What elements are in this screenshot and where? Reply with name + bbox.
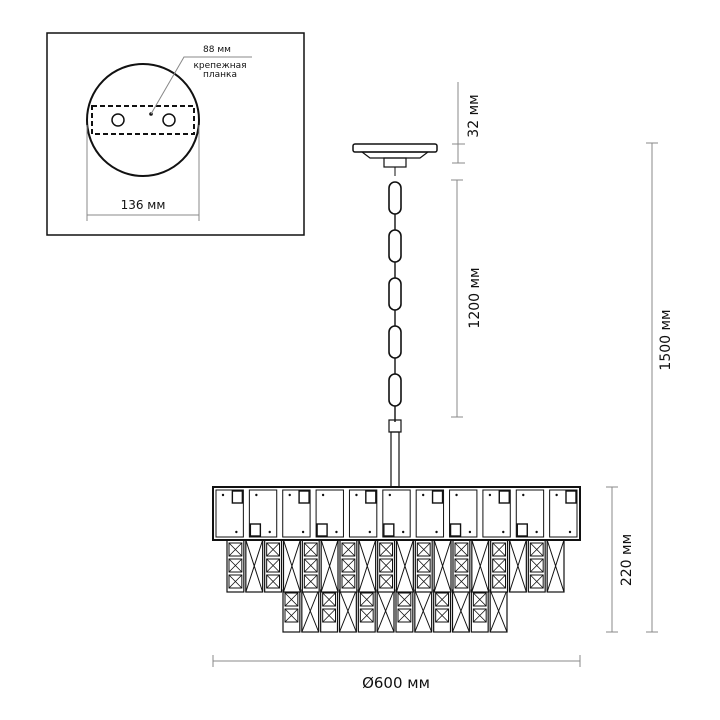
top-band [212,486,581,541]
crystal [338,589,357,633]
crystal [508,539,527,593]
band-panel [415,489,445,538]
crystal [451,589,470,633]
canopy-height-label: 32 мм [466,94,482,137]
crystal [245,539,264,593]
total-height-label: 1500 мм [658,309,674,370]
band-panel [315,489,344,538]
body-height-label: 220 мм [619,534,635,586]
crystal [320,589,339,633]
mounting-bracket [91,105,195,135]
chain-link [388,325,402,359]
screw-hole [111,113,125,127]
ceiling-canopy [352,143,438,176]
mounting-inset: 88 мм крепежная планка 136 мм [46,32,305,236]
bracket-label-2: планка [203,70,237,80]
crystal [470,589,489,633]
band-panel [248,489,278,538]
bracket-width-label: 88 мм [203,45,231,55]
canopy-circle [86,63,200,177]
chain-link [388,277,402,311]
crystal [377,539,396,593]
crystal [358,539,377,593]
crystal [395,539,414,593]
band-panel [382,489,411,538]
dimension-1200: 1200 мм [451,179,483,418]
crystal [414,539,433,593]
rod [390,431,400,489]
crystal [320,539,339,593]
chain-link [388,229,402,263]
crystal [301,539,320,593]
crystal [282,589,301,633]
chandelier-body [212,486,581,633]
crystal [282,539,301,593]
band-panel [348,489,378,538]
crystal [452,539,471,593]
crystal [489,589,508,633]
band-panel [282,489,311,538]
chain [388,181,402,422]
dimension-220: 220 мм [606,486,635,633]
crystal [395,589,414,633]
crystal [527,539,546,593]
chain-link [388,181,402,215]
crystal [414,589,433,633]
crystal [490,539,509,593]
leader-line [150,56,252,115]
band-panel [482,489,511,538]
canopy-diameter-label: 136 мм [121,198,166,212]
crystal [357,589,376,633]
crystal [301,589,320,633]
crystal [339,539,358,593]
crystal [546,539,565,593]
crystal [264,539,283,593]
chain-link [388,373,402,407]
dimension-32: 32 мм [452,82,482,164]
crystal [433,539,452,593]
band-panel [449,489,478,538]
crystal [471,539,490,593]
band-panel [549,489,578,538]
crystal [433,589,452,633]
bracket-label-1: крепежная [193,61,246,71]
dimension-1500: 1500 мм [646,142,674,633]
band-panel [515,489,545,538]
screw-hole [162,113,176,127]
band-panel [215,489,244,538]
crystal [376,589,395,633]
crystal [226,539,245,593]
dimension-600: Ø600 мм [212,655,581,692]
chain-length-label: 1200 мм [467,267,483,328]
diameter-label: Ø600 мм [362,674,430,692]
